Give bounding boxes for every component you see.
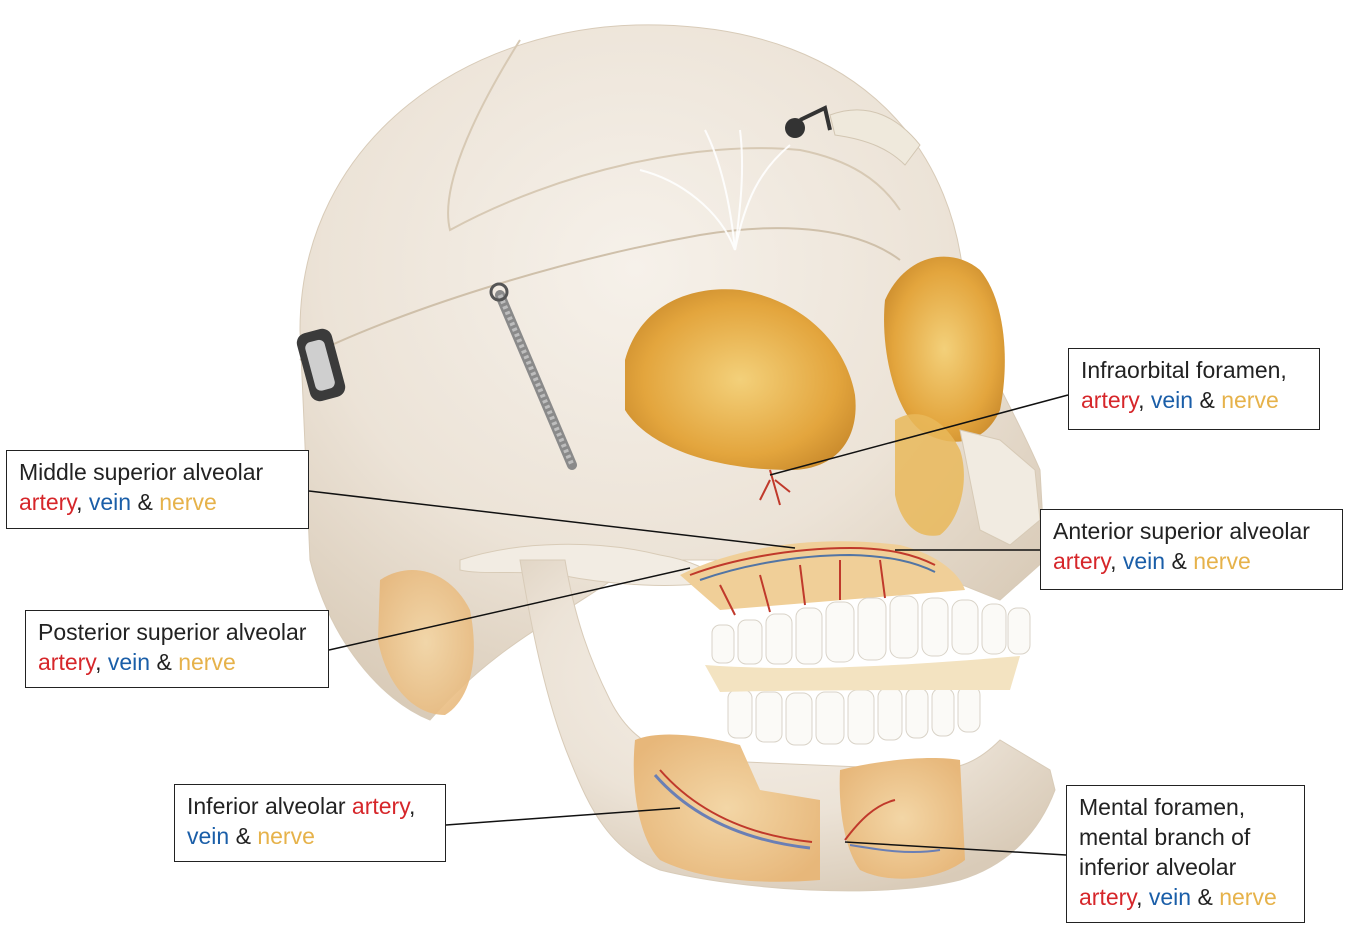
calvaria-cut-line [299,227,901,361]
label-mental-line2: mental branch of [1079,824,1251,850]
label-inferior-title: Inferior alveolar artery, [187,791,435,821]
nerve-text: nerve [1221,387,1279,413]
meningeal-vessels [639,129,791,251]
separator-text: , [76,489,89,515]
artery-text: artery [38,649,96,675]
vein-text: vein [187,823,230,849]
nerve-text: nerve [1219,884,1277,910]
upper-teeth [711,595,1031,665]
right-orbit [884,256,1005,442]
hook-clip-icon [785,105,921,166]
clip-icon [296,328,346,402]
mental-window [839,758,965,879]
nerve-text: nerve [159,489,217,515]
oral-cavity [705,656,1020,692]
separator-text: , [1138,387,1151,413]
label-infraorbital-structures: artery, vein & nerve [1081,385,1309,415]
leader-lines [308,394,1069,856]
label-anterior-title: Anterior superior alveolar [1053,518,1310,544]
label-inferior-structures: vein & nerve [187,821,435,851]
separator-text: , [409,793,416,819]
lower-teeth [727,685,981,746]
separator-text: , [1110,548,1123,574]
label-posterior-structures: artery, vein & nerve [38,647,318,677]
leader-middle [308,490,796,549]
nerve-text: nerve [257,823,315,849]
label-mental-line3: inferior alveolar [1079,854,1237,880]
separator-text: & [131,489,160,515]
label-middle-structures: artery, vein & nerve [19,487,298,517]
label-anterior-superior-alveolar: Anterior superior alveolar artery, vein … [1040,509,1343,590]
artery-text: artery [351,793,410,819]
label-mental-line1: Mental foramen, [1079,794,1246,820]
separator-text: & [1193,387,1222,413]
mandible-window [633,734,820,882]
artery-text: artery [19,489,77,515]
nasal-cavity [895,414,964,536]
temporal-window [378,570,474,715]
label-posterior-superior-alveolar: Posterior superior alveolar artery, vein… [25,610,329,688]
label-mental-foramen: Mental foramen, mental branch of inferio… [1066,785,1305,923]
separator-text: , [95,649,108,675]
leader-mental [844,841,1067,856]
leader-inferior [445,807,681,826]
artery-text: artery [1081,387,1139,413]
leader-posterior [328,567,691,651]
label-middle-title: Middle superior alveolar [19,459,264,485]
vein-text: vein [1150,387,1194,413]
label-inferior-alveolar: Inferior alveolar artery, vein & nerve [174,784,446,862]
label-mental-structures: artery, vein & nerve [1079,882,1294,912]
nerve-text: nerve [1193,548,1251,574]
vein-text: vein [88,489,132,515]
label-posterior-title: Posterior superior alveolar [38,619,307,645]
artery-text: artery [1053,548,1111,574]
leader-infraorbital [769,394,1069,476]
label-infraorbital: Infraorbital foramen, artery, vein & ner… [1068,348,1320,430]
separator-text: & [229,823,258,849]
vein-text: vein [107,649,151,675]
mandibular-vessels [653,769,941,854]
separator-text: , [1136,884,1149,910]
separator-text: & [1165,548,1194,574]
suture-line [447,39,901,232]
spring-pin-icon [489,282,577,470]
label-anterior-structures: artery, vein & nerve [1053,546,1332,576]
vein-text: vein [1148,884,1192,910]
vein-text: vein [1122,548,1166,574]
label-inferior-prefix: Inferior alveolar [187,793,352,819]
nerve-text: nerve [178,649,236,675]
separator-text: & [1191,884,1220,910]
label-infraorbital-title: Infraorbital foramen, [1081,357,1287,383]
maxillary-vessels [689,469,936,616]
artery-text: artery [1079,884,1137,910]
separator-text: & [150,649,179,675]
label-middle-superior-alveolar: Middle superior alveolar artery, vein & … [6,450,309,529]
left-orbit [625,289,856,470]
